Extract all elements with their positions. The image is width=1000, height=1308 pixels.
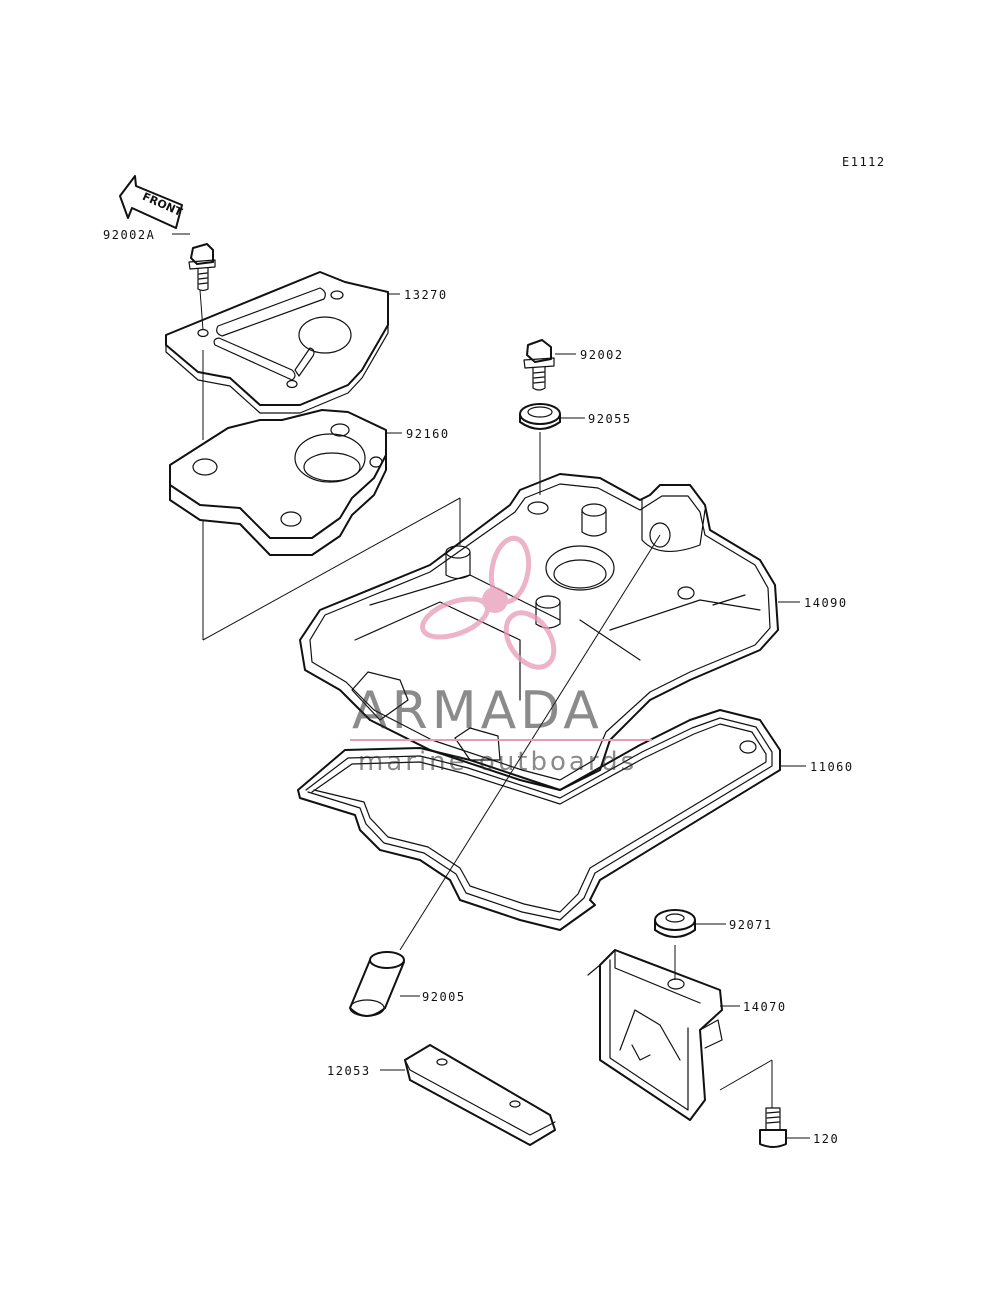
propeller-logo-icon: [420, 535, 557, 670]
part-number-92160: 92160: [406, 427, 450, 441]
part-number-92002: 92002: [580, 348, 624, 362]
washer-92071: [654, 909, 696, 938]
screw-120: [759, 1107, 787, 1148]
part-number-14070: 14070: [743, 1000, 787, 1014]
part-number-11060: 11060: [810, 760, 854, 774]
pad-12053: [404, 1044, 556, 1146]
gasket-11060: [297, 709, 781, 931]
part-number-13270: 13270: [404, 288, 448, 302]
bracket-14070: [587, 949, 723, 1121]
watermark-tagline: marine outboards: [358, 747, 637, 777]
dowel-92005: [349, 951, 405, 1017]
part-number-92055: 92055: [588, 412, 632, 426]
part-number-14090: 14090: [804, 596, 848, 610]
plate-13270: [165, 271, 389, 414]
diagram-code: E1112: [842, 155, 886, 169]
part-number-92071: 92071: [729, 918, 773, 932]
part-number-92002a: 92002A: [103, 228, 155, 242]
front-arrow-icon: FRONT: [119, 175, 185, 229]
cover-14090: [299, 473, 779, 791]
part-number-120: 120: [813, 1132, 839, 1146]
washer-92055: [519, 403, 561, 430]
bolt-92002a: [188, 243, 216, 292]
part-number-12053: 12053: [327, 1064, 371, 1078]
gasket-92160: [169, 409, 387, 556]
part-number-92005: 92005: [422, 990, 466, 1004]
armada-watermark: ARMADA marine outboards: [350, 535, 652, 777]
bolt-92002: [523, 339, 555, 391]
watermark-name: ARMADA: [352, 681, 603, 741]
